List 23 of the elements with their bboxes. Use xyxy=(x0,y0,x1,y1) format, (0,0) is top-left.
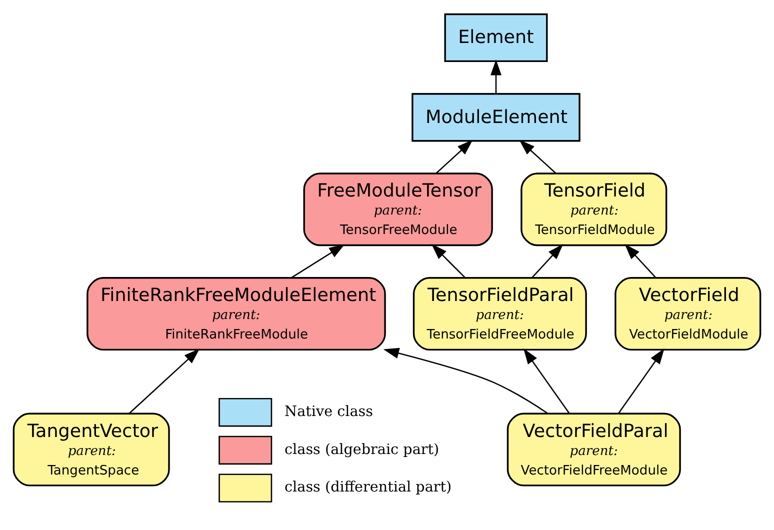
node-box: FreeModuleTensor parent: TensorFreeModule xyxy=(303,172,493,246)
node-box: ModuleElement xyxy=(412,92,580,142)
arrow xyxy=(291,244,345,278)
arrow xyxy=(383,347,548,414)
arrow xyxy=(532,243,564,278)
legend-label: class (algebraic part) xyxy=(284,441,440,458)
node-box: VectorField parent: VectorFieldModule xyxy=(614,276,762,350)
arrow xyxy=(624,243,656,278)
legend-label: class (differential part) xyxy=(284,479,452,496)
arrow xyxy=(490,59,502,94)
arrow xyxy=(128,348,200,414)
node-box: TensorFieldParal parent: TensorFieldFreeModule xyxy=(412,276,587,350)
node-box: Element xyxy=(444,12,548,62)
arrow xyxy=(618,348,664,414)
node-box: VectorFieldParal parent: VectorFieldFreeModule xyxy=(506,412,681,486)
node-box: FiniteRankFreeModuleElement parent: FiniteRankFreeModule xyxy=(86,276,386,350)
arrow xyxy=(519,139,556,174)
node-box: TangentVector parent: TangentSpace xyxy=(12,412,170,486)
legend-label: Native class xyxy=(284,404,374,420)
arrow xyxy=(523,348,570,414)
arrow xyxy=(436,139,473,174)
node-box: TensorField parent: TensorFieldModule xyxy=(520,172,668,246)
arrow xyxy=(431,244,466,278)
